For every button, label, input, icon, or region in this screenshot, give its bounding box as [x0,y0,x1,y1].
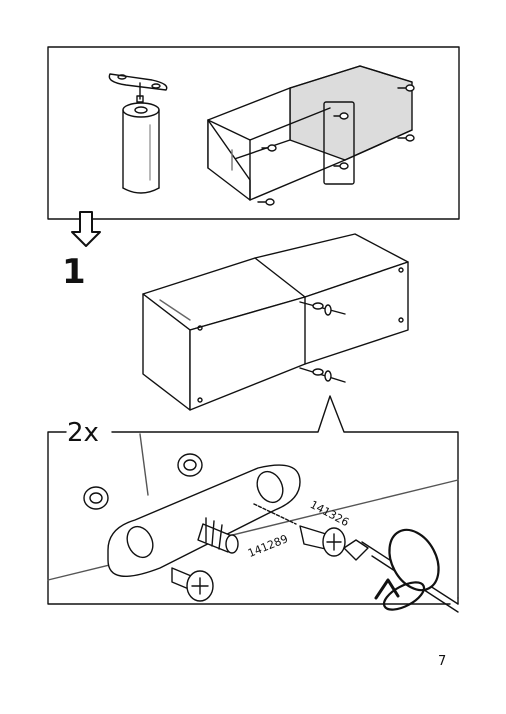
screwdriver-icon [343,528,459,613]
detail-panel [47,395,459,605]
cam-hole [83,453,203,510]
down-arrow-icon [71,211,101,247]
cabinet-joined [142,233,409,411]
quantity-label: 2x [67,418,99,448]
top-panel [47,46,460,220]
connector-plate [107,464,301,577]
cabinet-upside-down [207,65,415,206]
connector-sleeve [197,503,297,554]
mounting-plate [108,73,168,103]
page-number: 7 [438,654,447,669]
step-number: 1 [62,252,86,292]
connector-screw-head [171,525,346,602]
leg-cylinder [122,102,160,194]
